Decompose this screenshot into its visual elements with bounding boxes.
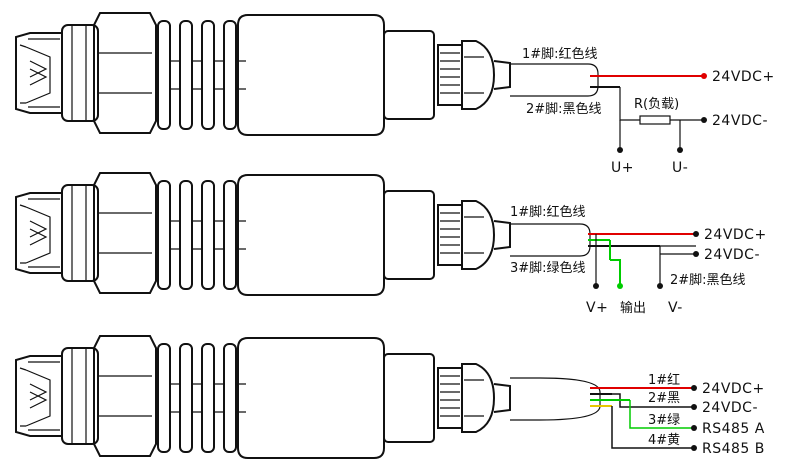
wire4-label: 4#黄 <box>648 433 680 448</box>
rs485-b-label: RS485 B <box>702 441 765 457</box>
v-neg-label: V- <box>668 300 683 316</box>
supply-neg-label: 24VDC- <box>704 247 760 263</box>
cable-1 <box>510 63 707 153</box>
terminal-u-pos <box>617 147 623 153</box>
pin3-label: 3#脚:绿色线 <box>510 260 586 276</box>
terminal-24vdc-pos <box>693 231 699 237</box>
supply-neg-label: 24VDC- <box>702 400 758 416</box>
supply-neg-label: 24VDC- <box>712 113 768 129</box>
output-label: 输出 <box>620 300 646 316</box>
terminal-rs485-a <box>691 425 697 431</box>
terminal-u-neg <box>677 147 683 153</box>
supply-pos-label: 24VDC+ <box>704 227 767 243</box>
pin1-label: 1#脚:红色线 <box>522 46 598 62</box>
terminal-24vdc-neg <box>691 404 697 410</box>
pin2-label: 2#脚:黑色线 <box>670 272 746 288</box>
rs485-a-label: RS485 A <box>702 421 765 437</box>
supply-pos-label: 24VDC+ <box>702 381 765 397</box>
pin1-label: 1#脚:红色线 <box>510 204 586 220</box>
terminal-24vdc-pos <box>691 385 697 391</box>
u-pos-label: U+ <box>611 160 634 176</box>
terminal-rs485-b <box>691 445 697 451</box>
load-resistor <box>639 115 671 125</box>
terminal-output <box>617 283 623 289</box>
terminal-v-neg <box>657 283 663 289</box>
v-pos-label: V+ <box>586 300 608 316</box>
pin2-label: 2#脚:黑色线 <box>526 101 602 117</box>
transmitter-1 <box>15 12 511 136</box>
cable-2 <box>510 223 699 289</box>
transmitter-3 <box>15 335 511 459</box>
terminal-v-pos <box>593 283 599 289</box>
load-label: R(负载) <box>634 97 679 112</box>
u-neg-label: U- <box>672 160 688 176</box>
transmitter-2 <box>15 172 511 296</box>
wire3-label: 3#绿 <box>648 413 680 428</box>
wire2-label: 2#黑 <box>648 391 680 406</box>
supply-pos-label: 24VDC+ <box>712 69 775 85</box>
cable-3 <box>510 377 697 451</box>
terminal-24vdc-pos <box>701 73 707 79</box>
wire1-label: 1#红 <box>648 372 680 388</box>
terminal-24vdc-neg <box>701 117 707 123</box>
